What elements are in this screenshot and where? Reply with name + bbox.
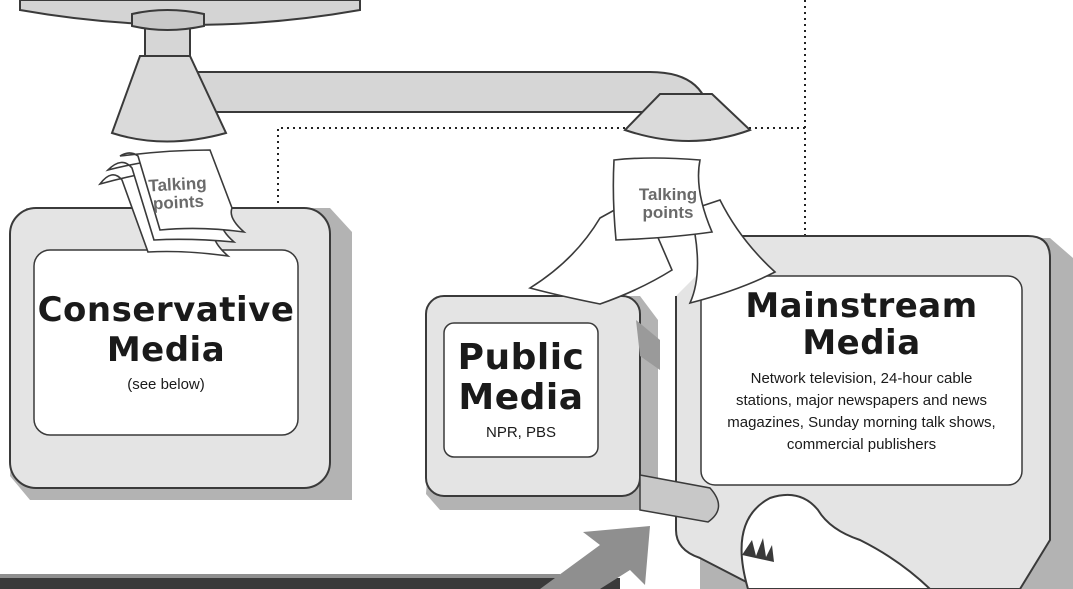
mainstream-title: Mainstream Media [701,288,1022,362]
mainstream-title-line2: Media [802,323,921,363]
public-tv [425,295,658,510]
public-title-line2: Media [458,377,584,418]
mainstream-desc-line: stations, major newspapers and news [736,392,987,409]
hand-fingers [742,538,774,562]
public-subtitle: NPR, PBS [485,424,557,441]
conservative-title-line1: Conservative [37,290,295,330]
public-title-line1: Public [457,337,585,378]
conservative-title: Conservative Media [34,290,298,370]
grabbing-hand [740,494,932,589]
conservative-subtitle: (see below) [127,376,205,393]
conservative-tv [9,207,352,500]
mainstream-title-line1: Mainstream [745,286,978,326]
mainstream-description: Network television, 24-hour cable statio… [701,368,1022,456]
public-tv-base [636,320,660,370]
right-talking-points-line1: Talking [638,185,698,204]
right-talking-points-label: Talking points [618,186,718,222]
mainstream-desc-line: commercial publishers [786,436,937,453]
mainstream-desc-line: Network television, 24-hour cable [750,370,973,387]
left-nozzle [110,55,228,143]
right-talking-points [528,157,777,305]
flow-arrow [0,526,650,589]
public-title: Public Media [444,338,598,418]
mainstream-desc-line: magazines, Sunday morning talk shows, [727,414,996,431]
conservative-title-line2: Media [106,330,226,370]
right-nozzle [623,93,752,142]
left-talking-points-label: Talking points [127,173,229,214]
right-talking-points-line2: points [642,203,694,222]
tv-connector [639,474,720,523]
left-talking-points [97,149,247,258]
